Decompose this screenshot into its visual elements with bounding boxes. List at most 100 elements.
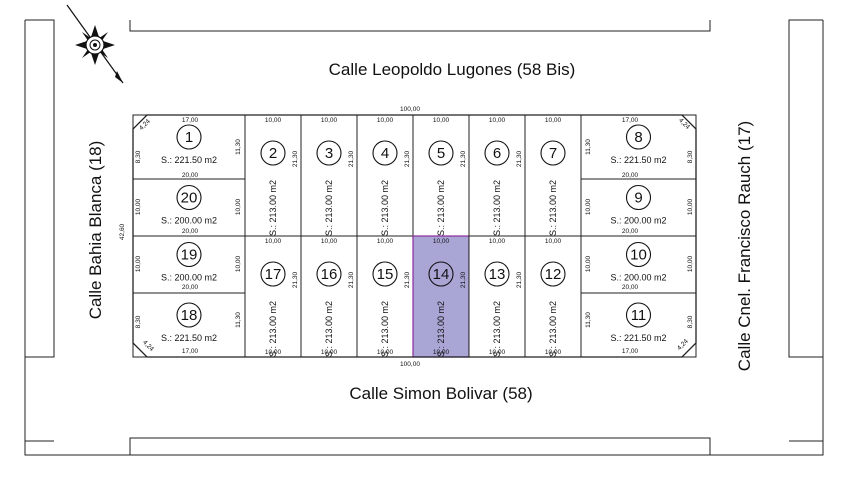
side-lot-depth-dim: 8,30	[687, 150, 694, 163]
lot-depth-dim: 21,30	[348, 150, 355, 167]
side-lot-depth-dim: 10,00	[585, 255, 592, 272]
lot-depth-dim: 21,30	[516, 150, 523, 167]
lot-number-circle	[540, 140, 566, 166]
lot-19[interactable]: 19S.: 200.00 m2	[132, 235, 246, 294]
lot-number-circle	[625, 184, 652, 211]
lot-area: S.: 213.00 m2	[436, 180, 446, 236]
side-lot-width-dim: 20,00	[182, 172, 199, 179]
lot-15-parcel[interactable]	[356, 235, 414, 358]
lot-area: S.: 221.50 m2	[610, 333, 666, 343]
corner-front-dim: 17,00	[622, 117, 639, 124]
corner-side-dim: 11,30	[585, 312, 592, 328]
lot-number-circle	[625, 124, 652, 150]
compass-rose-icon	[66, 4, 124, 84]
lot-number: 12	[545, 266, 562, 283]
corner-front-dim: 17,00	[622, 348, 639, 355]
lot-number: 9	[634, 190, 642, 207]
block-outline	[132, 114, 697, 358]
lot-number: 3	[325, 145, 333, 162]
lot-18[interactable]: 18S.: 221.50 m2	[132, 292, 246, 358]
lot-front-dim: 10,00	[377, 238, 394, 245]
side-lot-depth-dim: 8,30	[135, 315, 142, 328]
lot-area: S.: 213.00 m2	[548, 180, 558, 236]
lot-number: 16	[321, 266, 338, 283]
lot-area: S.: 213.00 m2	[268, 301, 278, 357]
lot-number-circle	[428, 261, 454, 287]
side-lot-width-dim: 20,00	[182, 228, 199, 235]
lot-number: 1	[185, 129, 193, 146]
lot-area: S.: 221.50 m2	[161, 155, 217, 165]
lot-number-circle	[372, 261, 398, 287]
lot-front-dim: 10,00	[545, 117, 562, 124]
lot-4-parcel[interactable]	[356, 114, 414, 237]
side-lot-depth-dim: 10,00	[585, 198, 592, 215]
block-width-top-dim: 100,00	[400, 106, 420, 113]
lot-11[interactable]: 11S.: 221.50 m2	[580, 292, 697, 358]
lot-area: S.: 213.00 m2	[324, 180, 334, 236]
side-lot-depth-dim: 10,00	[687, 198, 694, 215]
corner-front-dim: 17,00	[182, 348, 199, 355]
street-edges	[24, 19, 824, 456]
lot-number-circle	[176, 184, 202, 211]
lot-area: S.: 213.00 m2	[380, 180, 390, 236]
lot-20[interactable]: 20S.: 200.00 m2	[132, 178, 246, 237]
lot-area: S.: 200.00 m2	[161, 216, 217, 226]
lot-5-parcel[interactable]	[412, 114, 470, 237]
lot-10[interactable]: 10S.: 200.00 m2	[580, 235, 697, 294]
lot-7-parcel[interactable]	[524, 114, 582, 237]
lot-number-circle	[316, 261, 342, 287]
street-label-east: Calle Cnel. Francisco Rauch (17)	[735, 121, 754, 371]
lot-front-dim: 10,00	[433, 117, 450, 124]
corner-side-dim: 11,30	[235, 312, 242, 328]
lot-number: 18	[181, 307, 198, 324]
street-label-west: Calle Bahia Blanca (18)	[86, 141, 105, 320]
lot-number: 15	[377, 266, 394, 283]
side-lot-depth-dim: 8,30	[135, 150, 142, 163]
lot-number-circle	[316, 140, 342, 166]
lot-front-dim: 10,00	[321, 349, 338, 356]
block-width-bottom-dim: 100,00	[400, 361, 420, 368]
lot-depth-dim: 21,30	[460, 271, 467, 288]
side-lot-width-dim: 20,00	[622, 228, 639, 235]
lot-number-circle	[372, 140, 398, 166]
corner-side-dim: 11,30	[235, 139, 242, 155]
lot-number: 20	[181, 190, 198, 207]
lot-depth-dim: 21,30	[348, 271, 355, 288]
lot-number-circle	[176, 241, 202, 268]
lot-16-parcel[interactable]	[300, 235, 358, 358]
lot-front-dim: 10,00	[545, 349, 562, 356]
side-lot-width-dim: 20,00	[622, 284, 639, 291]
lot-number-circle	[540, 261, 566, 287]
lot-depth-dim: 21,30	[516, 271, 523, 288]
lot-number-circle	[625, 241, 652, 268]
lot-area: S.: 213.00 m2	[492, 301, 502, 357]
street-label-north: Calle Leopoldo Lugones (58 Bis)	[329, 60, 576, 79]
lot-number: 14	[433, 266, 450, 283]
corner-side-dim: 11,30	[585, 139, 592, 155]
lot-area: S.: 221.50 m2	[610, 155, 666, 165]
lot-number-circle	[260, 140, 286, 166]
side-lot-depth-dim: 8,30	[687, 315, 694, 328]
lot-number: 10	[630, 247, 647, 264]
corner-front-dim: 17,00	[182, 117, 199, 124]
lot-front-dim: 10,00	[265, 238, 282, 245]
lot-8[interactable]: 8S.: 221.50 m2	[580, 114, 697, 180]
lot-9[interactable]: 9S.: 200.00 m2	[580, 178, 697, 237]
lot-12-parcel[interactable]	[524, 235, 582, 358]
lot-3[interactable]: 3S.: 213.00 m2 21,30	[292, 114, 358, 237]
lot-number-circle	[484, 261, 510, 287]
lot-1[interactable]: 1S.: 221.50 m2	[132, 114, 246, 180]
lot-14-parcel[interactable]	[412, 235, 470, 358]
